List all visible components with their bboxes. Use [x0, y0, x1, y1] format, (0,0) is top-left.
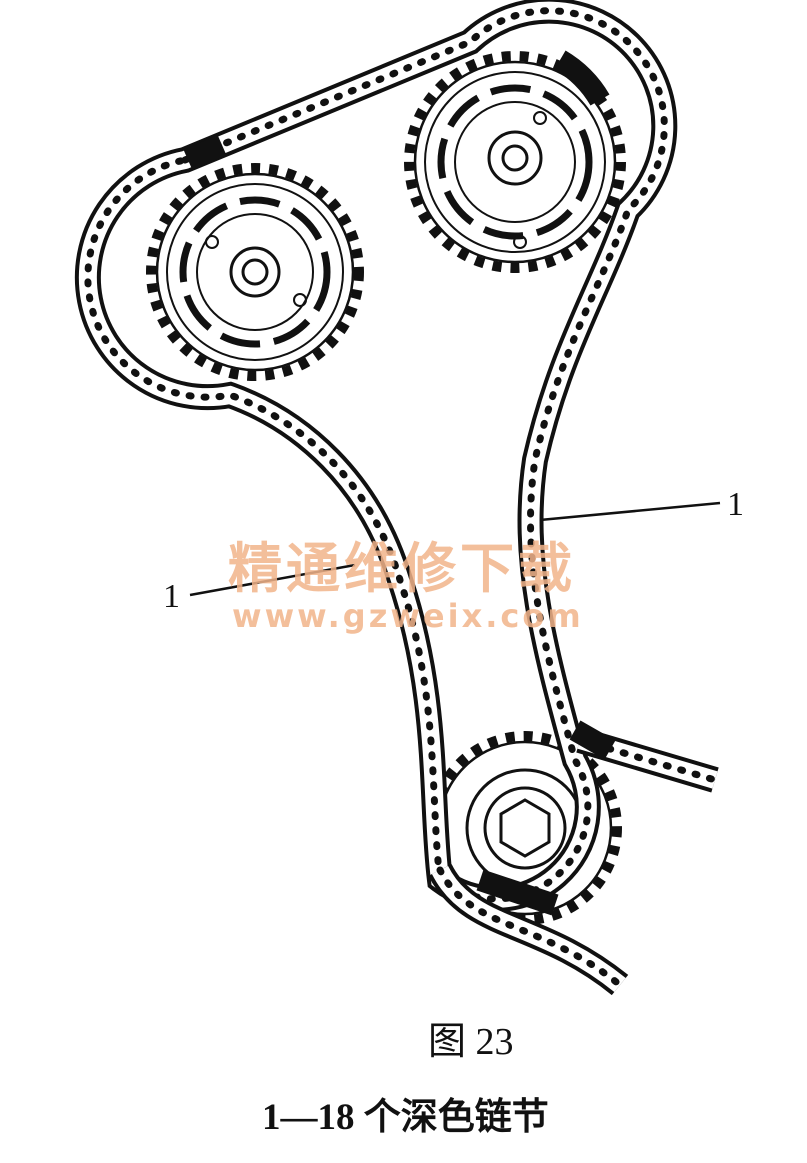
callout-label-left: 1: [163, 578, 180, 615]
callout-leader-left: [189, 563, 356, 597]
timing-chain: [74, 0, 719, 996]
figure-caption: 1—18 个深色链节: [262, 1097, 549, 1138]
callout-leader-right: [539, 501, 721, 522]
watermark-url: www.gzweix.com: [232, 597, 584, 635]
watermark-text: 精通维修下载: [228, 537, 576, 600]
callout-label-right: 1: [727, 486, 744, 523]
figure-label: 图 23: [428, 1021, 514, 1063]
right-camshaft-sprocket: [404, 51, 626, 273]
left-camshaft-sprocket: [146, 163, 364, 381]
